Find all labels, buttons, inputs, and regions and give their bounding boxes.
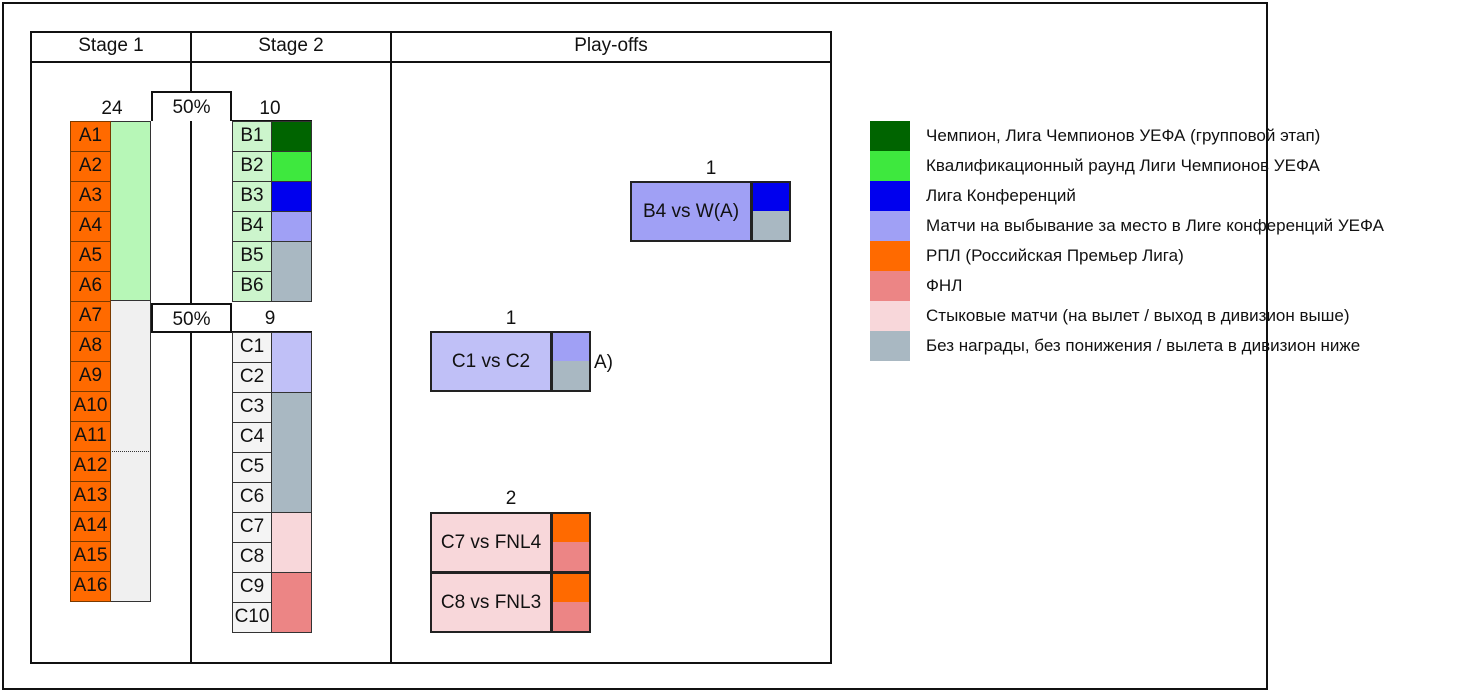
legend-label: Без награды, без понижения / вылета в ди… bbox=[926, 336, 1361, 355]
playoff2-count: 1 bbox=[505, 308, 517, 329]
stage2-c1-c2-result-swatch bbox=[271, 332, 312, 393]
playoff3b-label: C8 vs FNL3 bbox=[440, 591, 542, 613]
header-stage2: Stage 2 bbox=[192, 31, 390, 63]
stage2-c-team-cell: C6 bbox=[232, 482, 272, 513]
stage1-green-zone bbox=[110, 121, 151, 301]
legend-swatch bbox=[870, 121, 910, 151]
stage2-c-team-cell: C2 bbox=[232, 362, 272, 393]
playoff-c7-vs-fnl4: C7 vs FNL4 bbox=[430, 512, 552, 573]
legend-label: Квалификационный раунд Лиги Чемпионов УЕ… bbox=[926, 156, 1320, 175]
stage1-team-cell: A2 bbox=[70, 151, 111, 182]
stage2-b-team-cell: B4 bbox=[232, 211, 272, 242]
stage1-count: 24 bbox=[101, 98, 123, 119]
playoff-c8-vs-fnl3: C8 vs FNL3 bbox=[430, 572, 552, 633]
stage1-team-cell: A16 bbox=[70, 571, 111, 602]
stage1-team-cell: A9 bbox=[70, 361, 111, 392]
divider-stage2-playoffs bbox=[390, 31, 392, 664]
legend-swatch bbox=[870, 211, 910, 241]
legend-label: ФНЛ bbox=[926, 276, 963, 295]
legend-label: Стыковые матчи (на вылет / выход в дивиз… bbox=[926, 306, 1350, 325]
stage1-team-cell: A4 bbox=[70, 211, 111, 242]
playoff3-count: 2 bbox=[505, 488, 517, 509]
diagram-frame bbox=[2, 2, 1268, 690]
playoff1-result-blue bbox=[751, 181, 791, 212]
playoff3b-result-red bbox=[551, 602, 591, 633]
playoff1-result-gray bbox=[751, 211, 791, 242]
stage2-count-c: 9 bbox=[264, 308, 276, 329]
playoff3a-label: C7 vs FNL4 bbox=[440, 531, 542, 553]
legend-swatch bbox=[870, 331, 910, 361]
stage1-team-cell: A10 bbox=[70, 391, 111, 422]
playoff-c1-vs-c2: C1 vs C2 bbox=[430, 331, 552, 392]
legend-label: Матчи на выбывание за место в Лиге конфе… bbox=[926, 216, 1384, 235]
stage2-b-result-swatch bbox=[271, 181, 312, 212]
header-playoffs: Play-offs bbox=[392, 31, 830, 63]
stage2-c-team-cell: C5 bbox=[232, 452, 272, 483]
stage1-team-cell: A6 bbox=[70, 271, 111, 302]
stage2-c-team-cell: C3 bbox=[232, 392, 272, 423]
playoff1-label: B4 vs W(A) bbox=[642, 200, 740, 222]
stage2-b-team-cell: B2 bbox=[232, 151, 272, 182]
stage1-team-cell: A14 bbox=[70, 511, 111, 542]
legend-swatch bbox=[870, 181, 910, 211]
playoff3a-result-orange bbox=[551, 512, 591, 543]
header-stage1: Stage 1 bbox=[32, 31, 190, 63]
stage2-b-result-swatch bbox=[271, 211, 312, 242]
stage2-b-team-cell: B3 bbox=[232, 181, 272, 212]
playoff2-result-purple bbox=[551, 331, 591, 362]
stage2-c-team-cell: C4 bbox=[232, 422, 272, 453]
stage2-c-team-cell: C9 bbox=[232, 572, 272, 603]
stage2-b-result-swatch bbox=[271, 151, 312, 182]
legend-swatch bbox=[870, 151, 910, 181]
stage2-b5-b6-result-swatch bbox=[271, 241, 312, 302]
playoff3a-result-red bbox=[551, 542, 591, 573]
playoff3b-result-orange bbox=[551, 572, 591, 603]
playoff-b4-vs-wa: B4 vs W(A) bbox=[630, 181, 752, 242]
legend-swatch bbox=[870, 271, 910, 301]
stage2-c7-c8-result-swatch bbox=[271, 512, 312, 573]
stage2-b-result-swatch bbox=[271, 121, 312, 152]
stage1-team-cell: A12 bbox=[70, 451, 111, 482]
stage1-team-cell: A7 bbox=[70, 301, 111, 332]
stage1-team-cell: A3 bbox=[70, 181, 111, 212]
bracket-table bbox=[30, 31, 832, 664]
playoff2-label: C1 vs C2 bbox=[451, 350, 531, 372]
stage1-team-cell: A13 bbox=[70, 481, 111, 512]
stage2-b-team-cell: B1 bbox=[232, 121, 272, 152]
stage1-team-cell: A8 bbox=[70, 331, 111, 362]
stage2-c9-c10-result-swatch bbox=[271, 572, 312, 633]
playoff2-result-gray bbox=[551, 361, 591, 392]
stage2-c3-c6-result-swatch bbox=[271, 392, 312, 513]
legend-swatch bbox=[870, 301, 910, 331]
stage2-c-team-cell: C10 bbox=[232, 602, 272, 633]
stage2-c-team-cell: C8 bbox=[232, 542, 272, 573]
stage2-b-team-cell: B6 bbox=[232, 271, 272, 302]
stage1-team-cell: A11 bbox=[70, 421, 111, 452]
legend-label: Чемпион, Лига Чемпионов УЕФА (групповой … bbox=[926, 126, 1321, 145]
stage2-count-b: 10 bbox=[259, 98, 281, 119]
playoff1-count: 1 bbox=[705, 158, 717, 179]
legend-label: Лига Конференций bbox=[926, 186, 1076, 205]
stage1-team-cell: A5 bbox=[70, 241, 111, 272]
stage1-team-cell: A1 bbox=[70, 121, 111, 152]
stage1-team-cell: A15 bbox=[70, 541, 111, 572]
stage2-pct-bottom: 50% bbox=[151, 303, 232, 333]
stage2-b-team-cell: B5 bbox=[232, 241, 272, 272]
stage2-pct-top: 50% bbox=[151, 91, 232, 121]
divider-stage1-stage2 bbox=[190, 31, 192, 664]
stage2-c-team-cell: C1 bbox=[232, 332, 272, 363]
legend-swatch bbox=[870, 241, 910, 271]
stage1-dotted-separator bbox=[110, 451, 151, 452]
playoff2-note: A) bbox=[594, 352, 613, 373]
stage2-c-team-cell: C7 bbox=[232, 512, 272, 543]
legend-label: РПЛ (Российская Премьер Лига) bbox=[926, 246, 1184, 265]
